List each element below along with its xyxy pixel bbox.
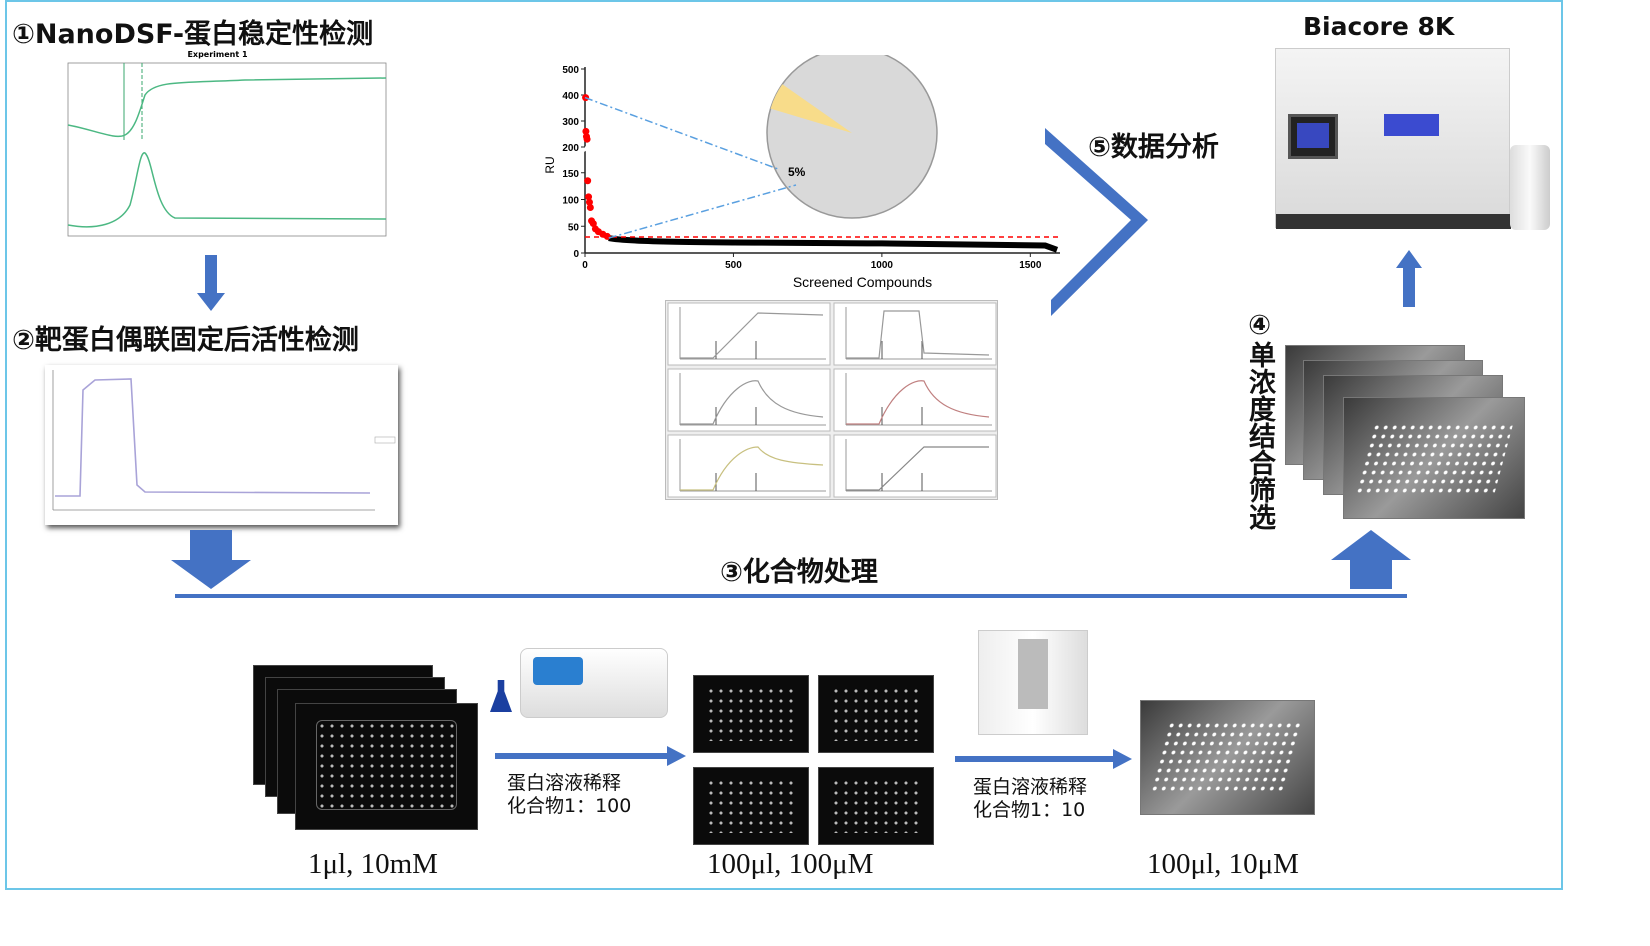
sensorgram-panel — [833, 368, 997, 432]
y-tick-label: 150 — [562, 169, 579, 180]
screening-scatter-chart: 0 50 100 150 200 300 400 500 0 500 1000 1500Screene… — [543, 55, 1060, 290]
step5-title: ⑤数据分析 — [1088, 132, 1219, 163]
step3-title: ③化合物处理 — [720, 557, 878, 588]
step4-title: ④单浓度结合筛选 — [1244, 310, 1275, 530]
diluted-plate-1 — [693, 675, 809, 753]
hit-point — [603, 232, 611, 240]
biacore-instrument-image — [1275, 48, 1511, 229]
zoom-connector-top — [584, 96, 779, 170]
sensorgram-grid — [665, 300, 998, 500]
y-tick-label: 100 — [562, 196, 579, 207]
y-tick-label: 300 — [562, 117, 579, 128]
diluted-plate-2 — [818, 675, 934, 753]
caption-source: 1μl, 10mM — [308, 848, 438, 880]
sensorgram-panel — [833, 434, 997, 498]
liquid-handler-image — [978, 630, 1088, 735]
nanodsf-chart: Experiment 1 — [45, 50, 390, 245]
up-arrow-small — [1396, 250, 1422, 307]
diluted-plate-3 — [693, 767, 809, 845]
final-plate — [1140, 700, 1315, 815]
dilution2-line1: 蛋白溶液稀释 — [973, 776, 1088, 798]
activity-curve — [52, 370, 396, 511]
reagent-bottles — [1510, 145, 1550, 230]
sensorgram-panel — [667, 302, 831, 366]
assay-plate-stack — [1285, 345, 1525, 519]
y-tick-label: 50 — [568, 222, 580, 233]
caption-diluted: 100μl, 100μM — [707, 848, 874, 880]
dsf-curves — [67, 62, 387, 237]
step1-title: ①NanoDSF-蛋白稳定性检测 — [12, 19, 374, 50]
up-arrow-large — [1331, 530, 1411, 589]
dilution1-line2: 化合物1：100 — [507, 795, 632, 817]
x-tick-label: 500 — [725, 260, 742, 271]
source-plate-stack — [253, 665, 478, 830]
sensorgram-panel — [833, 302, 997, 366]
down-arrow-small-1 — [197, 255, 225, 311]
axis-break — [578, 144, 592, 154]
hit-point — [582, 127, 590, 135]
process-divider-line — [175, 594, 1407, 598]
down-arrow-large — [171, 530, 251, 589]
x-tick-label: 0 — [582, 260, 588, 271]
pie-slice-label: 5% — [788, 165, 806, 179]
pie-chart — [766, 55, 938, 219]
y-tick-label: 400 — [562, 91, 579, 102]
sensorgram-panel — [667, 368, 831, 432]
sensorgram-panels — [667, 302, 997, 498]
step2-title: ②靶蛋白偶联固定后活性检测 — [12, 325, 359, 356]
y-tick-label: 500 — [562, 65, 579, 76]
y-tick-label: 0 — [573, 249, 579, 260]
pie-slice-hits — [770, 84, 852, 133]
y-tick-label: 200 — [562, 143, 579, 154]
dispenser-device-image — [520, 648, 668, 718]
x-tick-label: 1500 — [1019, 260, 1042, 271]
dsf-chart-title: Experiment 1 — [187, 50, 248, 59]
zoom-connector-bottom — [608, 184, 797, 239]
hit-point — [589, 220, 597, 228]
caption-final: 100μl, 10μM — [1147, 848, 1299, 880]
hit-point — [585, 198, 593, 206]
right-arrow-1 — [495, 746, 686, 766]
sensorgram-panel — [667, 434, 831, 498]
diagram-frame — [5, 0, 1563, 890]
activity-sensorgram — [45, 365, 398, 525]
instrument-title: Biacore 8K — [1303, 12, 1455, 41]
hit-point — [583, 135, 591, 143]
y-axis-label: RU — [543, 156, 557, 173]
non-hit-compounds — [608, 235, 1059, 253]
chevron-right-arrow — [1045, 128, 1148, 316]
x-axis-label: Screened Compounds — [793, 274, 932, 290]
dilution1-line1: 蛋白溶液稀释 — [507, 772, 622, 794]
right-arrow-2 — [955, 749, 1132, 769]
hit-point — [584, 177, 592, 185]
x-tick-label: 1000 — [871, 260, 894, 271]
diluted-plate-4 — [818, 767, 934, 845]
dilution2-line2: 化合物1：10 — [973, 799, 1086, 821]
hit-point — [585, 193, 593, 201]
hit-point — [586, 204, 594, 212]
